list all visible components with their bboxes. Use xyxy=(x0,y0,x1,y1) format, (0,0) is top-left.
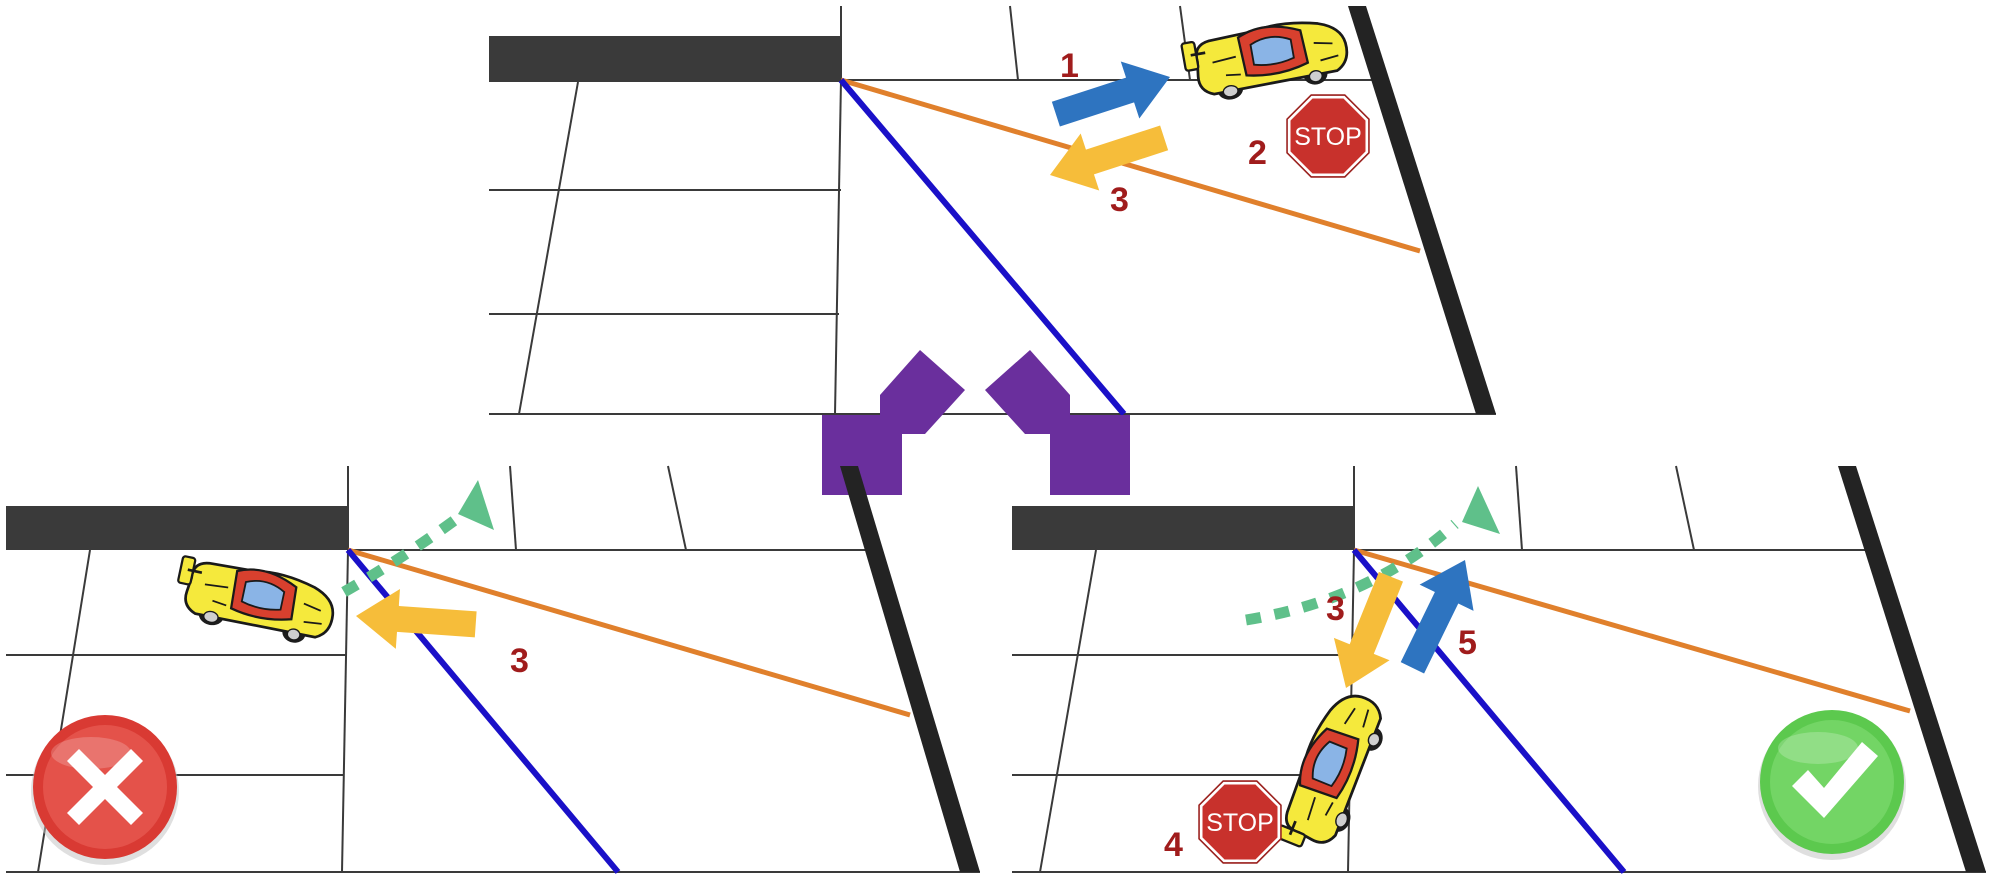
parking-lane-lines xyxy=(489,5,1496,415)
step-number-2: 2 xyxy=(1248,134,1267,172)
transition-arrows xyxy=(822,350,1130,495)
stop-sign-icon: STOP xyxy=(1197,779,1283,865)
step-number-3: 3 xyxy=(1110,181,1129,219)
blue-guide-line xyxy=(1351,548,1627,874)
car-icon xyxy=(1271,684,1397,862)
stop-sign-icon: STOP xyxy=(1285,93,1371,179)
dotted-path-arrow-icon xyxy=(1245,519,1459,626)
bottom-right-panel: 3 5 4 STOP xyxy=(1012,465,1986,874)
step-number-5: 5 xyxy=(1458,624,1477,662)
dotted-path-arrowhead xyxy=(458,480,494,530)
car-icon xyxy=(169,552,341,651)
step-number-3: 3 xyxy=(510,642,529,680)
blue-guide-line xyxy=(838,78,1127,416)
dotted-path-arrowhead xyxy=(1462,486,1500,534)
x-cross-icon xyxy=(31,715,179,865)
wall xyxy=(6,506,348,550)
curb xyxy=(1838,466,1986,872)
orange-guide-line xyxy=(840,77,1421,254)
orange-guide-line xyxy=(347,547,911,718)
stop-sign-label: STOP xyxy=(1294,123,1362,151)
step-number-1: 1 xyxy=(1060,47,1079,85)
parking-lane-lines xyxy=(1012,465,1986,873)
dotted-path-arrow-icon xyxy=(341,515,459,597)
step-number-4: 4 xyxy=(1164,826,1183,864)
wall xyxy=(1012,506,1354,550)
reverse-arrow-icon xyxy=(353,586,478,655)
top-panel: 1 2 3 STOP xyxy=(489,5,1496,416)
wall xyxy=(489,36,841,82)
step-number-3: 3 xyxy=(1326,590,1345,628)
bottom-left-panel: 3 xyxy=(6,465,980,874)
curb xyxy=(1348,6,1496,414)
car-icon xyxy=(1179,12,1354,108)
curb xyxy=(840,466,980,872)
left-branch-arrow-icon xyxy=(822,350,965,495)
right-branch-arrow-icon xyxy=(985,350,1130,495)
stop-sign-label: STOP xyxy=(1206,809,1274,837)
checkmark-icon xyxy=(1758,710,1906,860)
